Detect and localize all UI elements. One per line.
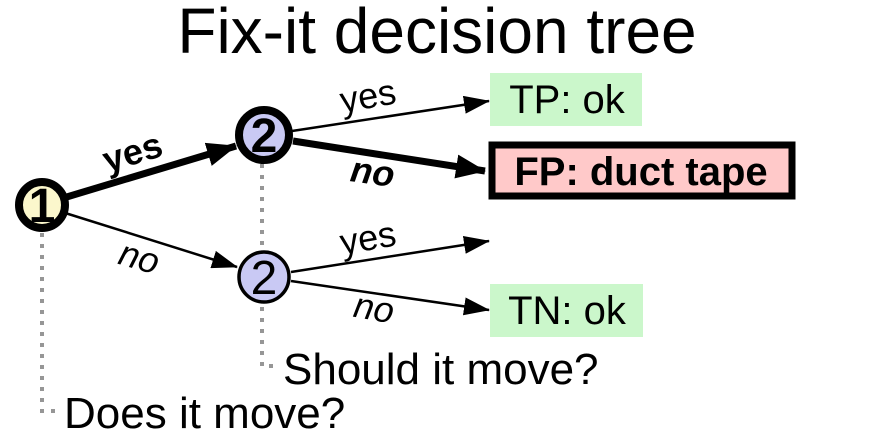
leaf-tp-label: TP: ok <box>509 78 626 122</box>
edge-lower-no <box>290 279 490 316</box>
question-node-2-lower <box>237 250 291 304</box>
leaf-fp-label: FP: duct tape <box>514 150 767 194</box>
question-level-1-text: Does it move? <box>64 389 345 438</box>
edge-label-upper-yes: yes <box>337 71 399 121</box>
edge-root-no <box>61 210 238 269</box>
leader-line-level-2 <box>260 164 278 368</box>
node-1-label: 1 <box>29 180 56 233</box>
node-2-lower-label: 2 <box>251 252 278 305</box>
edge-lower-yes <box>290 235 490 274</box>
edge-label-lower-no: no <box>351 284 398 331</box>
edge-upper-yes <box>291 95 490 133</box>
leaf-tn-box <box>490 284 643 337</box>
question-node-2-upper <box>235 106 293 164</box>
edge-label-root-no: no <box>115 232 165 282</box>
leaf-tn-label: TN: ok <box>508 289 627 333</box>
edge-upper-no <box>292 137 486 179</box>
edge-label-lower-yes: yes <box>337 213 399 263</box>
edge-root-yes <box>58 142 238 203</box>
leaf-fp-box <box>488 141 796 200</box>
edge-label-upper-no: no <box>348 148 397 195</box>
question-level-2-text: Should it move? <box>283 345 599 394</box>
leaf-tp-box <box>490 73 642 126</box>
question-node-1 <box>15 178 69 232</box>
figure-title: Fix-it decision tree <box>177 0 696 67</box>
node-2-upper-label: 2 <box>251 110 278 163</box>
leader-line-level-1 <box>40 233 58 413</box>
